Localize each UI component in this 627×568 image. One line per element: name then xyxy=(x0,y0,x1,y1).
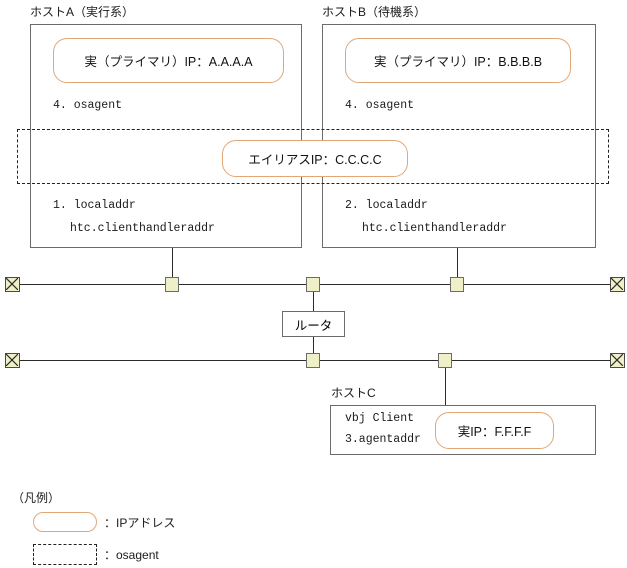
host-a-drop-line xyxy=(172,248,173,285)
router-label: ルータ xyxy=(294,318,333,333)
host-c-agentaddr-label: 3.agentaddr xyxy=(345,433,421,446)
host-b-drop-line xyxy=(457,248,458,285)
host-a-primary-ip-pill: 実（プライマリ）IP：A.A.A.A xyxy=(53,38,284,83)
host-b-clienthandleraddr-label: htc.clienthandleraddr xyxy=(362,222,507,235)
host-a-primary-ip-text: 実（プライマリ）IP：A.A.A.A xyxy=(84,55,253,69)
host-a-title: ホストA（実行系） xyxy=(30,5,135,19)
bus-terminator-right-bottom xyxy=(610,353,625,368)
host-b-localaddr-label: 2. localaddr xyxy=(345,199,428,212)
legend-ip-label: ：IPアドレス xyxy=(104,516,176,530)
connector-router-top xyxy=(306,277,320,292)
legend-osagent-dashed-swatch xyxy=(33,544,97,565)
host-c-drop-line xyxy=(445,368,446,406)
host-b-primary-ip-text: 実（プライマリ）IP：B.B.B.B xyxy=(373,55,543,69)
connector-host-a xyxy=(165,277,179,292)
bus-terminator-left-bottom xyxy=(5,353,20,368)
host-c-title: ホストC xyxy=(331,386,376,400)
router-bottom-line xyxy=(313,336,314,361)
bus-terminator-left-top xyxy=(5,277,20,292)
osagent-dashed-region xyxy=(17,129,609,184)
alias-ip-pill: エイリアスIP：C.C.C.C xyxy=(222,140,408,177)
host-a-osagent-label: 4. osagent xyxy=(53,99,123,112)
bus-terminator-right-top xyxy=(610,277,625,292)
host-b-title: ホストB（待機系） xyxy=(322,5,427,19)
connector-host-c xyxy=(438,353,452,368)
host-b-osagent-label: 4. osagent xyxy=(345,99,415,112)
router-box[interactable]: ルータ xyxy=(282,311,345,337)
connector-host-b xyxy=(450,277,464,292)
legend-ip-pill-swatch xyxy=(33,512,97,532)
alias-ip-text: エイリアスIP：C.C.C.C xyxy=(248,153,382,167)
host-c-real-ip-pill: 実IP：F.F.F.F xyxy=(435,412,554,449)
connector-router-bottom xyxy=(306,353,320,368)
host-a-clienthandleraddr-label: htc.clienthandleraddr xyxy=(70,222,215,235)
host-c-vbj-client-label: vbj Client xyxy=(345,412,415,425)
legend-osagent-label: ：osagent xyxy=(104,548,159,562)
host-c-real-ip-text: 実IP：F.F.F.F xyxy=(457,425,532,439)
host-a-localaddr-label: 1. localaddr xyxy=(53,199,136,212)
host-b-primary-ip-pill: 実（プライマリ）IP：B.B.B.B xyxy=(345,38,571,83)
router-top-line xyxy=(313,284,314,312)
legend-heading: （凡例） xyxy=(12,491,61,505)
